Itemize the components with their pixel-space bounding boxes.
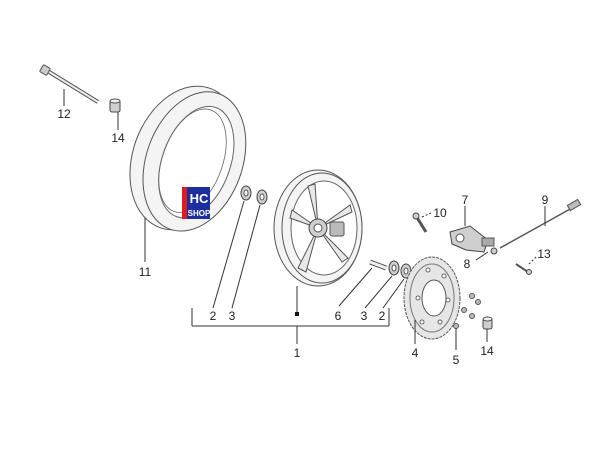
- callout-3-left: 3: [229, 309, 236, 323]
- drive-bracket: [449, 225, 495, 253]
- axle-nut-top: [109, 98, 121, 113]
- rim-marker: [295, 312, 299, 316]
- leader-2-left: [212, 200, 245, 309]
- axle-nut-bottom: [482, 316, 493, 330]
- leader-3-right: [364, 275, 393, 309]
- leader-8: [475, 251, 489, 261]
- seal-left: [256, 189, 268, 205]
- callout-14-top: 14: [111, 131, 125, 145]
- callout-6: 6: [335, 309, 342, 323]
- leader-13: [528, 255, 538, 265]
- brake-disc: [403, 256, 461, 340]
- callout-11: 11: [139, 265, 152, 279]
- callout-4: 4: [412, 346, 419, 360]
- callout-10: 10: [433, 206, 447, 220]
- screw-13: [515, 263, 532, 275]
- hc-shop-logo: HC SHOP: [182, 187, 211, 219]
- callout-2-left: 2: [210, 309, 217, 323]
- leader-2-right: [382, 278, 405, 309]
- tyre: [129, 85, 247, 232]
- wheel-rim: [273, 169, 363, 287]
- axle-bolt: [39, 64, 100, 104]
- callout-1: 1: [294, 346, 301, 360]
- callout-12: 12: [57, 107, 71, 121]
- leader-6: [338, 267, 373, 307]
- logo-line1: HC: [190, 191, 209, 206]
- leader-10: [421, 212, 432, 218]
- small-part-8: [490, 247, 498, 255]
- callout-3-right: 3: [361, 309, 368, 323]
- bearing-left: [240, 185, 252, 201]
- spacer-tube: [369, 259, 387, 271]
- logo-line2: SHOP: [188, 209, 211, 218]
- callout-9: 9: [542, 193, 549, 207]
- callout-14-bottom: 14: [480, 344, 494, 358]
- group-bracket: [191, 308, 390, 344]
- screw-10: [412, 212, 428, 233]
- speedo-cable: [499, 198, 582, 249]
- leader-3-left: [231, 204, 261, 309]
- seal-right: [388, 260, 400, 276]
- callout-13: 13: [537, 247, 551, 261]
- callout-5: 5: [453, 353, 460, 367]
- callout-8: 8: [464, 257, 471, 271]
- callout-7: 7: [462, 193, 469, 207]
- logo-red-strip: [182, 187, 187, 219]
- callout-2-right: 2: [379, 309, 386, 323]
- disc-bolts: [453, 293, 481, 329]
